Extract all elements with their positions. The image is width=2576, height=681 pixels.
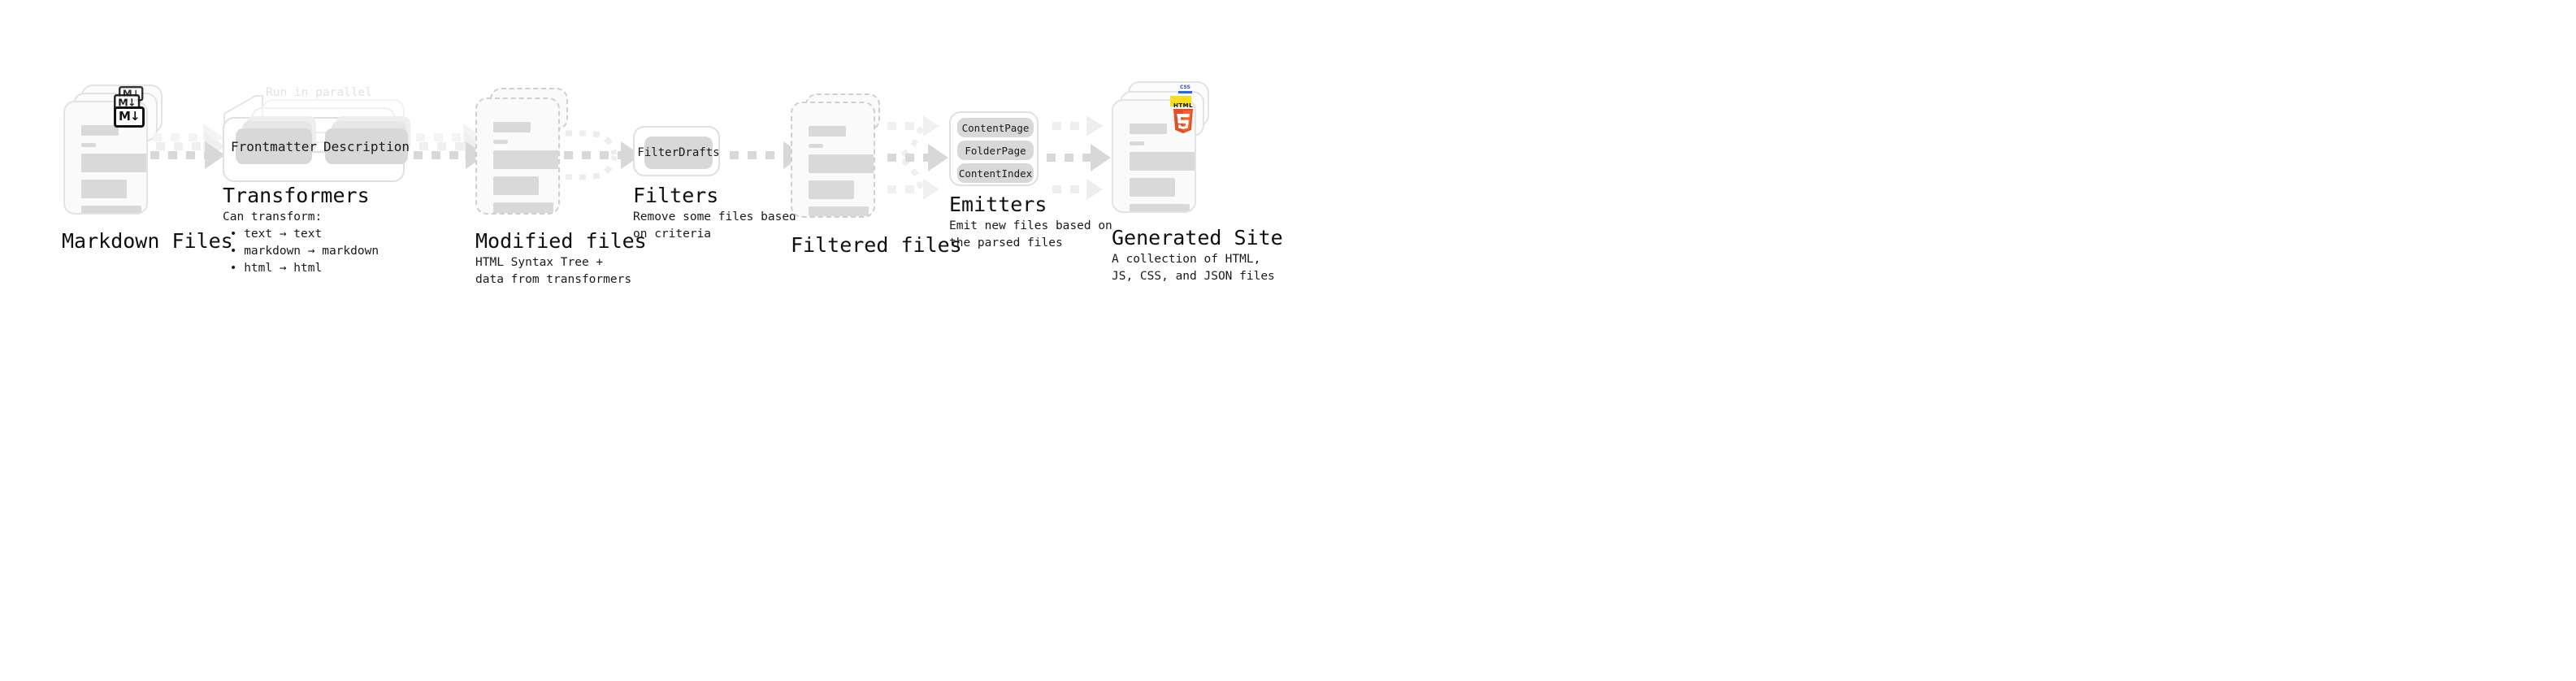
css3-icon: CSS — [1178, 85, 1192, 93]
arrow-filtered-to-emitters — [887, 144, 956, 171]
stage-title-transformers: Transformers — [223, 184, 370, 207]
html5-icon: HTML — [1172, 102, 1195, 137]
arrow-filtered-to-emitters-top — [887, 115, 951, 137]
doc-placeholder-lines — [493, 122, 558, 213]
doc-placeholder-lines — [1130, 124, 1195, 211]
arrow-markdown-to-transformers — [150, 141, 228, 169]
javascript-icon — [1170, 96, 1191, 106]
doc-placeholder-lines — [809, 126, 874, 216]
doc-card-filtered — [791, 102, 875, 218]
group-filters: FilterDrafts — [633, 126, 720, 176]
stage-title-modified-files: Modified files — [475, 229, 647, 253]
doc-placeholder-lines — [81, 125, 146, 213]
run-in-parallel-bracket — [223, 95, 263, 128]
stage-desc-generated-site: A collection of HTML, JS, CSS, and JSON … — [1112, 253, 1275, 283]
run-in-parallel-label: Run in parallel — [266, 86, 372, 99]
group-emitters: ContentPage FolderPage ContentIndex — [949, 111, 1039, 186]
stage-title-filters: Filters — [633, 184, 719, 207]
chip-folderpage[interactable]: FolderPage — [957, 141, 1034, 160]
doc-card-markdown — [63, 101, 148, 215]
stage-title-filtered-files: Filtered files — [791, 233, 962, 257]
arrow-filtered-to-emitters-bottom — [887, 179, 951, 200]
stage-transformers: Run in parallel Frontmatter Description — [223, 86, 410, 275]
chip-contentpage[interactable]: ContentPage — [957, 118, 1034, 137]
group-transformers: Frontmatter Description — [223, 116, 410, 182]
stage-title-markdown-files: Markdown Files — [62, 229, 233, 253]
stage-title-emitters: Emitters — [949, 193, 1047, 216]
chip-frontmatter[interactable]: Frontmatter — [231, 128, 317, 164]
doc-card-modified — [475, 98, 560, 215]
chip-contentindex[interactable]: ContentIndex — [957, 163, 1034, 183]
stage-desc-transformers: Can transform: • text → text • markdown … — [223, 210, 379, 275]
stage-title-generated-site: Generated Site — [1112, 226, 1283, 249]
stage-desc-emitters: Emit new files based on the parsed files — [949, 219, 1112, 249]
html5-shield-icon — [1173, 109, 1193, 133]
markdown-badge: M↓ — [114, 106, 145, 128]
stage-desc-filters: Remove some files based on criteria — [633, 210, 796, 241]
chip-filterdrafts[interactable]: FilterDrafts — [637, 137, 720, 169]
chip-description[interactable]: Description — [323, 128, 410, 164]
arrow-emitters-to-site-top — [1052, 115, 1116, 137]
arrow-emitters-to-site-bottom — [1052, 179, 1116, 200]
arrow-modified-to-filters-merge — [566, 130, 618, 180]
arrow-emitters-to-site — [1047, 144, 1120, 171]
stage-desc-modified-files: HTML Syntax Tree + data from transformer… — [475, 256, 632, 286]
